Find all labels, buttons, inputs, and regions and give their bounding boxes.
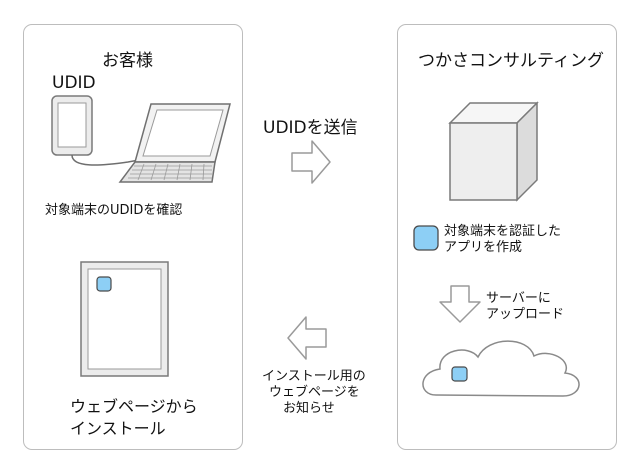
server-icon <box>448 101 539 202</box>
app-icon <box>413 225 439 251</box>
tablet-icon <box>51 95 93 156</box>
check-udid-caption: 対象端末のUDIDを確認 <box>45 203 183 218</box>
send-udid-label: UDIDを送信 <box>263 118 358 138</box>
send-arrow-icon <box>291 140 331 184</box>
install-caption-line1: ウェブページから <box>70 397 198 416</box>
cloud-icon <box>422 340 580 397</box>
laptop-icon <box>118 103 231 183</box>
consulting-title: つかさコンサルティング <box>418 51 604 71</box>
udid-label: UDID <box>52 73 96 93</box>
customer-panel <box>23 24 243 450</box>
notify-arrow-icon <box>287 316 327 360</box>
app-caption-line1: 対象端末を認証した <box>444 224 562 239</box>
app-icon <box>96 276 112 292</box>
notify-label-line3: お知らせ <box>283 401 335 416</box>
app-caption-line2: アプリを作成 <box>444 240 523 255</box>
notify-label-line2: ウェブページを <box>269 385 360 400</box>
usb-cable <box>71 154 151 166</box>
notify-label-line1: インストール用の <box>262 369 366 384</box>
web-page-icon <box>80 261 169 377</box>
upload-caption-line2: アップロード <box>486 307 565 322</box>
customer-title: お客様 <box>102 51 153 71</box>
install-caption-line2: インストール <box>70 419 166 438</box>
upload-arrow-icon <box>439 285 481 323</box>
upload-caption-line1: サーバーに <box>486 291 551 306</box>
app-icon <box>451 366 468 382</box>
